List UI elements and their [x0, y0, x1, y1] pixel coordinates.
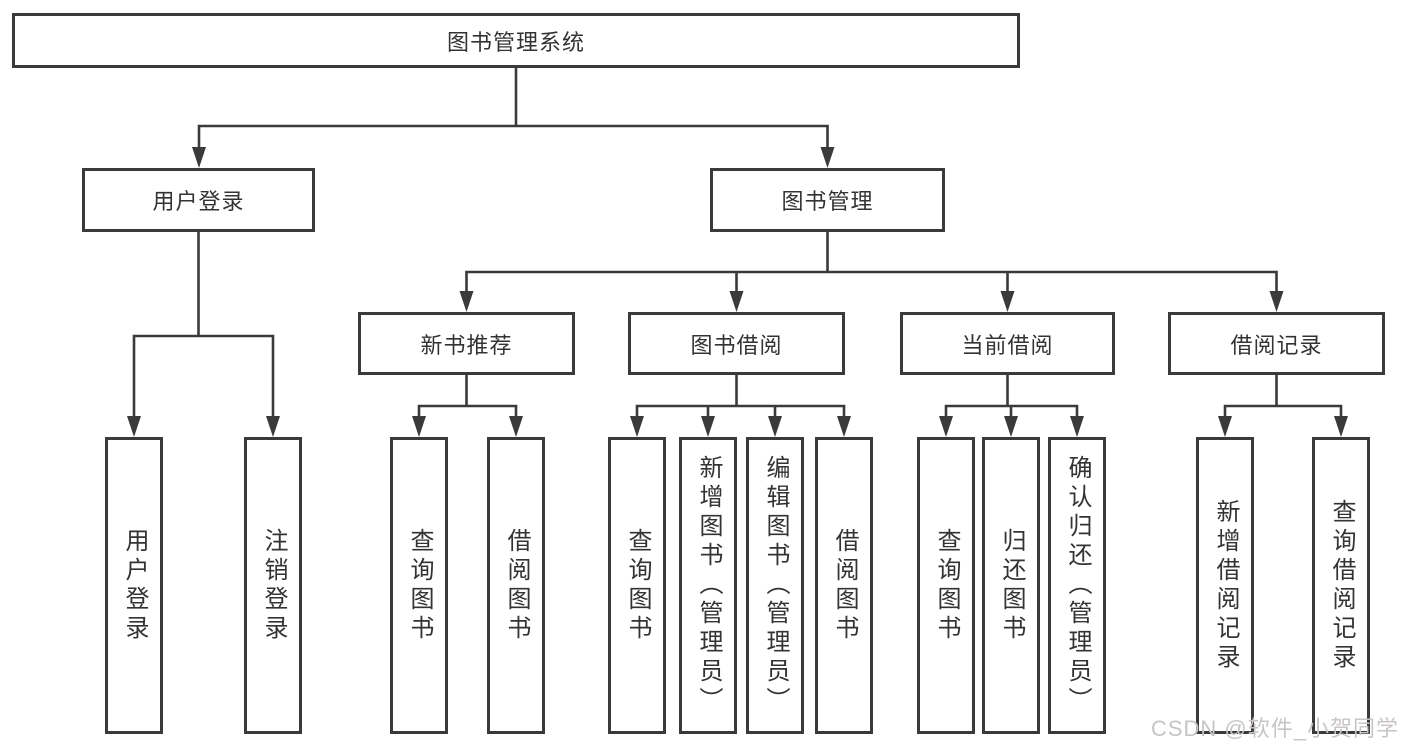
leaf-query-books-recommend: 查询图书 — [390, 437, 448, 734]
arrowhead — [701, 416, 715, 437]
arrowhead — [192, 147, 206, 168]
edge-records-to-leaves — [1223, 373, 1343, 419]
arrowhead — [1218, 416, 1232, 437]
arrowhead — [820, 147, 835, 168]
arrowhead — [1004, 416, 1018, 437]
node-book-borrowing: 图书借阅 — [628, 312, 845, 375]
arrowhead — [412, 416, 426, 437]
edge-newbooks-to-leaves — [417, 373, 518, 419]
edge-borrowing-to-leaves — [635, 373, 846, 419]
arrowhead — [768, 416, 782, 437]
arrowhead — [939, 416, 953, 437]
leaf-borrow-books-borrowing: 借阅图书 — [815, 437, 873, 734]
arrowhead — [127, 416, 141, 437]
edge-current-to-leaves — [944, 373, 1079, 419]
arrowhead — [1070, 416, 1084, 437]
leaf-borrow-books-recommend: 借阅图书 — [487, 437, 545, 734]
node-user-login: 用户登录 — [82, 168, 315, 232]
node-library-management-system: 图书管理系统 — [12, 13, 1020, 68]
node-borrowing-records: 借阅记录 — [1168, 312, 1385, 375]
arrowhead — [1000, 291, 1015, 312]
arrowhead — [1334, 416, 1348, 437]
csdn-watermark: CSDN @软件_小贺同学 — [1150, 716, 1399, 741]
edge-userlogin-to-leaves — [132, 230, 275, 419]
node-book-management: 图书管理 — [710, 168, 945, 232]
arrowhead — [630, 416, 644, 437]
leaf-user-login: 用户登录 — [105, 437, 163, 734]
leaf-add-book-admin: 新增图书（管理员） — [679, 437, 737, 734]
leaf-query-books-current: 查询图书 — [917, 437, 975, 734]
leaf-confirm-return-admin: 确认归还（管理员） — [1048, 437, 1106, 734]
leaf-logout: 注销登录 — [244, 437, 302, 734]
leaf-return-books: 归还图书 — [982, 437, 1040, 734]
leaf-add-borrow-record: 新增借阅记录 — [1196, 437, 1254, 734]
edge-root-to-level2 — [197, 66, 829, 150]
leaf-query-books-borrowing: 查询图书 — [608, 437, 666, 734]
arrowhead — [837, 416, 851, 437]
arrowhead — [729, 291, 744, 312]
edge-bookmgmt-to-level3 — [465, 230, 1278, 294]
arrowhead — [459, 291, 474, 312]
arrowhead — [509, 416, 523, 437]
leaf-edit-book-admin: 编辑图书（管理员） — [746, 437, 804, 734]
arrowhead — [1269, 291, 1284, 312]
arrowheads — [127, 147, 1348, 437]
node-current-borrowing: 当前借阅 — [900, 312, 1115, 375]
node-new-book-recommend: 新书推荐 — [358, 312, 575, 375]
connector-shafts — [132, 66, 1343, 419]
arrowhead — [266, 416, 280, 437]
leaf-query-borrow-record: 查询借阅记录 — [1312, 437, 1370, 734]
